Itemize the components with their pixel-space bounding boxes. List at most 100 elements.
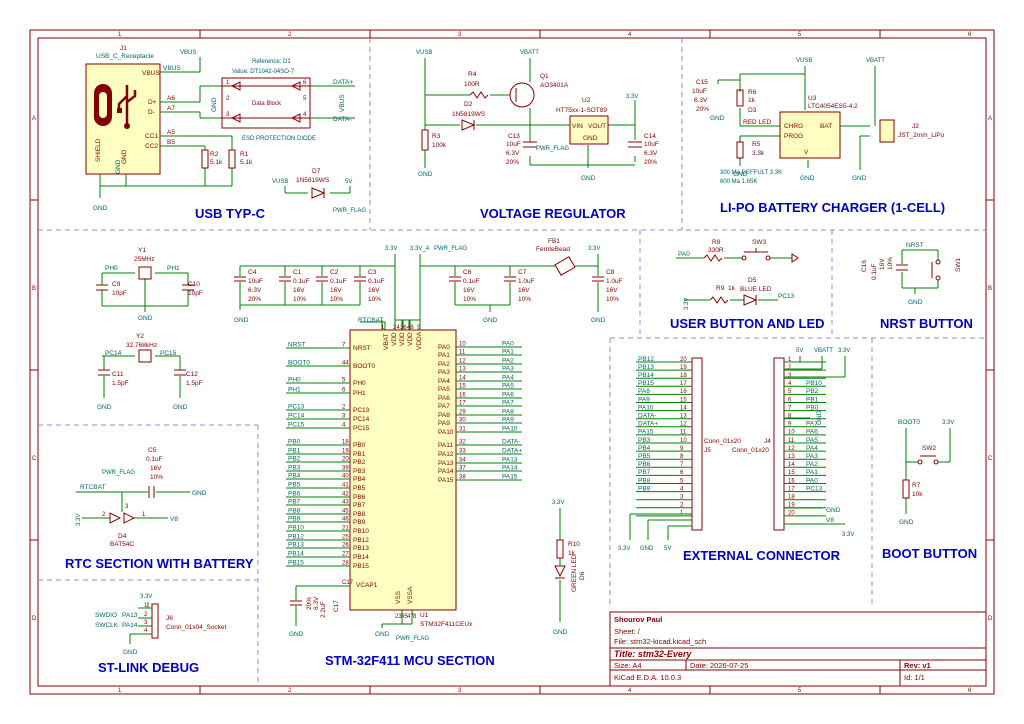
j5-pin-num: 8 bbox=[680, 454, 684, 460]
top-num-1: 1 bbox=[381, 325, 385, 331]
y1-crystal bbox=[138, 266, 152, 280]
mcu-pin-num: 29 bbox=[459, 410, 466, 416]
mcu-net-pa5: PA5 bbox=[502, 383, 514, 390]
c15-tol: 20% bbox=[696, 106, 709, 113]
d6-val: GREEN LED bbox=[571, 554, 578, 592]
j1-vbus-pin: VBUS bbox=[142, 70, 160, 77]
r10-val: 1k bbox=[568, 550, 576, 557]
r2-value: 5.1k bbox=[210, 159, 223, 166]
j1-cc2-label: CC2 bbox=[145, 143, 158, 150]
mcu-pin-num: 18 bbox=[342, 440, 349, 446]
grid-col-4-bottom: 4 bbox=[628, 688, 632, 694]
ext-left-net-pb5: PB5 bbox=[638, 453, 651, 460]
j5-pin-num: 5 bbox=[680, 478, 684, 484]
nrst-net: NRST bbox=[906, 242, 924, 249]
c5-val: 0.1uF bbox=[146, 456, 163, 463]
vreg-pwr-flag: PWR_FLAG bbox=[536, 146, 569, 152]
y2-val: 32.768kHz bbox=[126, 342, 157, 349]
j5-pin-num: 9 bbox=[680, 446, 684, 452]
tb-tool: KiCad E.D.A. 10.0.3 bbox=[614, 673, 681, 682]
u2-value: HT75xx-1-SOT89 bbox=[556, 107, 607, 114]
st-gnd: GND bbox=[123, 649, 138, 656]
j1-ref: J1 bbox=[120, 45, 127, 52]
rtcbat-net: RTCBAT bbox=[358, 317, 383, 324]
y1-ph1: PH1 bbox=[167, 265, 180, 272]
section-title-userbtn: USER BUTTON AND LED bbox=[670, 316, 825, 331]
c17-tol: 20% bbox=[306, 597, 313, 610]
st-pa14: PA14 bbox=[122, 622, 138, 629]
vbat-pin: VBAT bbox=[383, 333, 390, 350]
ext-right-net-pb0: PB0 bbox=[806, 404, 819, 411]
u3-vcc: V bbox=[804, 149, 809, 156]
ext-left-net-pa15: PA15 bbox=[638, 429, 654, 436]
tb-size: Size: A4 bbox=[614, 661, 642, 670]
mcu-pin-pb7: PB7 bbox=[353, 502, 366, 509]
ext-left-net-data-: DATA- bbox=[638, 413, 657, 420]
chg-vusb: VUSB bbox=[796, 58, 812, 64]
bot-num-2: 35 bbox=[401, 614, 408, 620]
mcu-net-pa13: PA13 bbox=[502, 457, 518, 464]
r7-ref: R7 bbox=[912, 482, 921, 489]
mcu-pin-pb10: PB10 bbox=[353, 528, 369, 535]
j1-a5: A5 bbox=[167, 129, 175, 136]
datam-net: DATA- bbox=[333, 116, 352, 123]
r5-ref: R5 bbox=[752, 141, 761, 148]
j4-pin-num: 7 bbox=[788, 405, 792, 411]
decap-c7-ref: C7 bbox=[518, 269, 527, 276]
section-title-rtc: RTC SECTION WITH BATTERY bbox=[65, 556, 254, 571]
d4-ref: D4 bbox=[118, 533, 127, 540]
r4-value: 100R bbox=[464, 81, 480, 88]
j6-n3: 3 bbox=[144, 620, 148, 626]
st-3v3: 3.3V bbox=[140, 594, 152, 600]
mcu-net-pb8: PB8 bbox=[288, 508, 301, 515]
tb-title: Title: stm32-Every bbox=[614, 649, 692, 659]
j2-ref: J2 bbox=[912, 123, 919, 130]
decap-c8-tolerance: 10% bbox=[606, 296, 619, 303]
u2-ref: U2 bbox=[582, 97, 591, 104]
bot-num-3: 47 bbox=[407, 614, 414, 620]
fb1-val: FerriteBead bbox=[536, 246, 570, 253]
mcu-net-data-: DATA- bbox=[502, 439, 521, 446]
decap-c1-value: 0.1uF bbox=[293, 278, 310, 285]
c13-tol: 20% bbox=[506, 159, 519, 166]
c12-ref: C12 bbox=[186, 371, 198, 378]
ext-left-net-data+: DATA+ bbox=[638, 421, 658, 428]
decap-c4-voltage: 6.3V bbox=[248, 287, 262, 294]
d2-diode bbox=[461, 119, 476, 131]
c9-val: 10pF bbox=[112, 290, 127, 297]
j5-pin-num: 10 bbox=[680, 438, 687, 444]
mcu-net-pc15: PC15 bbox=[288, 422, 305, 429]
mcu-net-pb5: PB5 bbox=[288, 482, 301, 489]
ext-left-net-pb12: PB12 bbox=[638, 356, 654, 363]
gnd-usb-2: GND bbox=[115, 159, 122, 174]
d6-ref: D6 bbox=[579, 571, 586, 580]
u2-regulator bbox=[569, 115, 609, 145]
ext-left-net-pb7: PB7 bbox=[638, 469, 651, 476]
mcu-net-ph1: PH1 bbox=[288, 387, 301, 394]
grid-row-c-left: C bbox=[32, 456, 37, 462]
vreg-vusb: VUSB bbox=[416, 50, 432, 56]
ext-left-net-pb15: PB15 bbox=[638, 380, 654, 387]
rtc-3v3: 3.3V bbox=[76, 514, 82, 526]
j4-pin-num: 1 bbox=[788, 357, 792, 363]
r8-ref: R8 bbox=[712, 239, 721, 246]
rtc-pwr-flag: PWR_FLAG bbox=[102, 470, 135, 476]
mcu-pin-pa3: PA3 bbox=[438, 369, 450, 376]
mcu-pin-num: 6 bbox=[342, 388, 346, 394]
j4-pin-num: 14 bbox=[788, 462, 795, 468]
mcu-net-ph0: PH0 bbox=[288, 377, 301, 384]
mcu-net-pa14: PA14 bbox=[502, 465, 518, 472]
j1-dm-label: D- bbox=[148, 109, 155, 116]
decap-c7-value: 1.0uF bbox=[518, 278, 535, 285]
r2-ref: R2 bbox=[210, 151, 219, 158]
tb-file: File: stm32-kicad.kicad_sch bbox=[614, 637, 706, 646]
section-title-vreg: VOLTAGE REGULATOR bbox=[480, 206, 626, 221]
c14-tol: 20% bbox=[644, 159, 657, 166]
mcu-net-pb4: PB4 bbox=[288, 473, 301, 480]
j5-pin-num: 2 bbox=[680, 503, 684, 509]
chg-gnd-1: GND bbox=[710, 115, 725, 122]
d7-diode bbox=[311, 187, 326, 199]
d1-inner-label: Data Block bbox=[252, 101, 282, 107]
j1-a7: A7 bbox=[167, 105, 175, 112]
